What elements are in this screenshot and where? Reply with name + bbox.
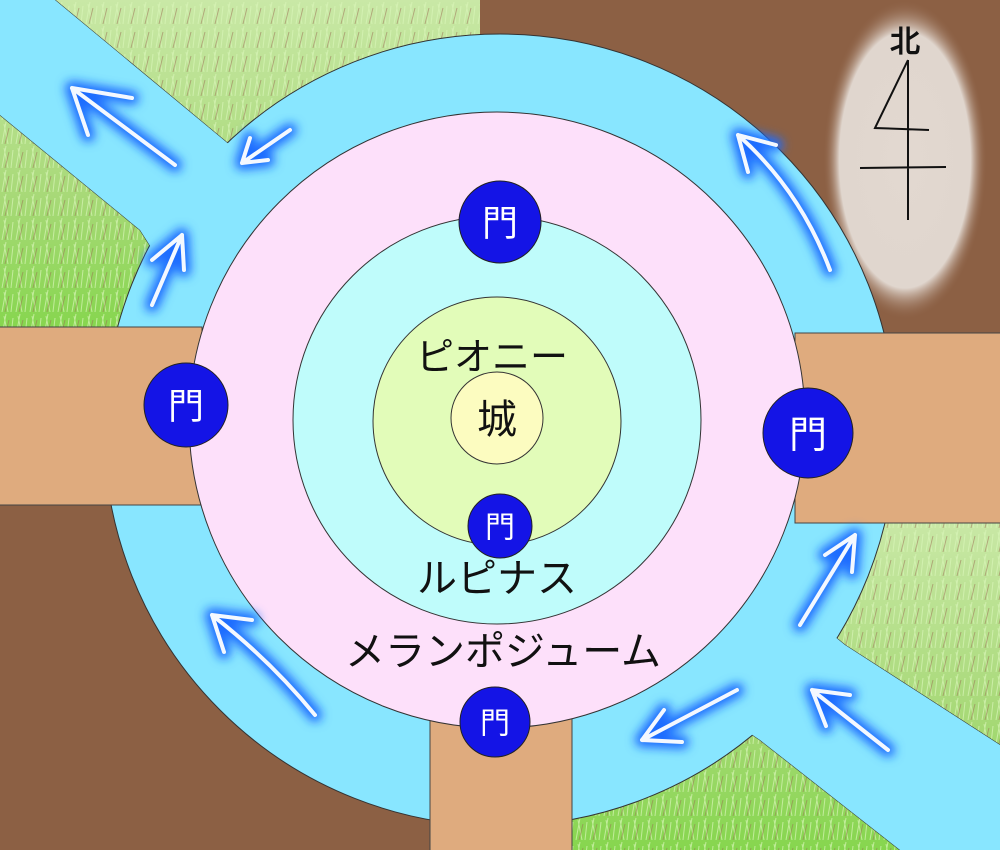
flow-arrow-icon xyxy=(805,683,895,757)
svg-text:門: 門 xyxy=(482,204,518,245)
svg-text:門: 門 xyxy=(480,707,510,742)
flow-arrow-icon xyxy=(145,228,191,312)
castle-label: 城 xyxy=(477,397,517,443)
compass-label: 北 xyxy=(890,25,920,60)
svg-text:門: 門 xyxy=(168,387,204,428)
svg-text:門: 門 xyxy=(485,511,515,546)
gate-left[interactable]: 門 xyxy=(143,362,229,448)
flow-arrow-icon xyxy=(793,528,862,632)
svg-text:門: 門 xyxy=(789,413,827,457)
gate-top[interactable]: 門 xyxy=(458,180,542,264)
gate-bottom[interactable]: 門 xyxy=(459,686,531,758)
middle-ring-label: ルピナス xyxy=(417,556,577,602)
north-arrow-icon xyxy=(859,59,947,220)
flow-arrow-icon xyxy=(65,81,182,172)
compass: 北 xyxy=(823,0,987,320)
inner-ring-label: ピオニー xyxy=(416,335,568,379)
flow-arrow-icon xyxy=(731,128,837,277)
river-flow-arrows xyxy=(65,81,895,757)
flow-arrow-icon xyxy=(205,608,322,722)
gate-right[interactable]: 門 xyxy=(762,387,854,479)
castle-area xyxy=(450,371,544,465)
flow-arrow-icon xyxy=(635,683,744,749)
gate-inner[interactable]: 門 xyxy=(467,493,533,559)
outer-ring-label: メランポジューム xyxy=(345,629,661,675)
flow-arrow-icon xyxy=(235,123,297,170)
